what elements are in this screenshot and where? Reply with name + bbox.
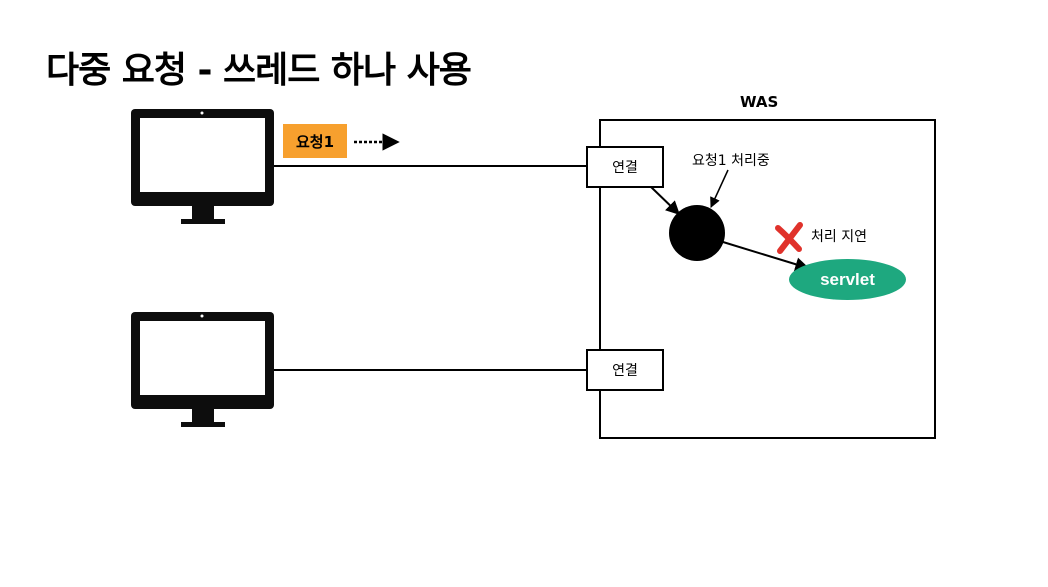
client-monitor-1-icon <box>131 109 274 224</box>
page-title: 다중 요청 - 쓰레드 하나 사용 <box>46 50 472 91</box>
connection-box-1: 연결 <box>586 146 664 188</box>
delay-label: 처리 지연 <box>811 229 867 245</box>
status-to-thread-arrow <box>710 169 729 208</box>
thread-status-label: 요청1 처리중 <box>692 153 770 169</box>
servlet-ellipse: servlet <box>789 259 906 300</box>
client-monitor-2-icon <box>131 312 274 427</box>
thread-circle <box>669 205 725 261</box>
connection-to-thread-arrow <box>649 185 681 215</box>
request-badge: 요청1 <box>283 124 347 158</box>
thread-to-servlet-arrow <box>722 241 810 272</box>
x-mark-icon <box>775 222 803 254</box>
was-container <box>599 119 936 439</box>
connection-box-2: 연결 <box>586 349 664 391</box>
was-label: WAS <box>740 93 779 111</box>
